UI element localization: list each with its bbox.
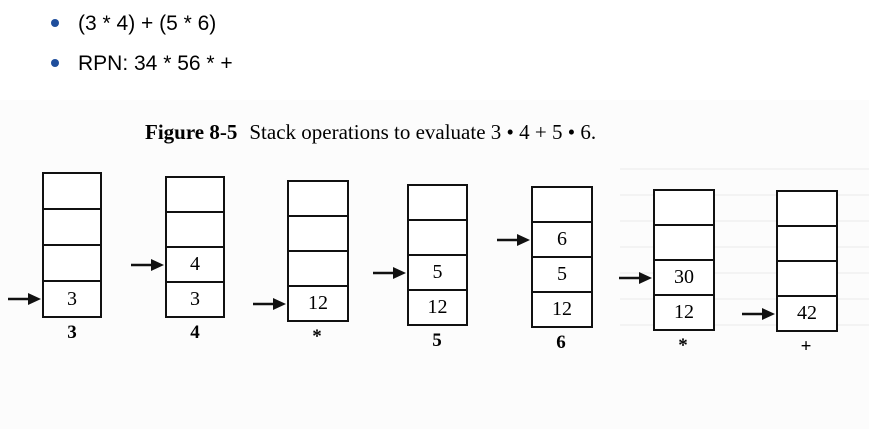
bullet-item: (3 * 4) + (5 * 6)	[48, 4, 233, 44]
stack-cell	[653, 189, 715, 226]
stack-cell: 5	[407, 254, 468, 291]
stack-cell	[653, 224, 715, 261]
stack-cell	[407, 219, 468, 256]
stack-cell	[165, 176, 225, 213]
stack-pointer-arrow-icon	[497, 233, 530, 246]
stack-cell: 5	[531, 256, 593, 293]
stack-pointer-arrow-icon	[253, 297, 286, 310]
stack-pointer-arrow-icon	[131, 258, 164, 271]
bullet-list: (3 * 4) + (5 * 6) RPN: 34 * 56 * +	[48, 4, 233, 84]
stack-pointer-arrow-icon	[742, 307, 775, 320]
stack-cell	[165, 211, 225, 248]
stack-cell	[776, 260, 838, 297]
stack-cell	[287, 180, 349, 217]
stack-token-label: *	[312, 326, 322, 347]
stack-cell: 12	[287, 285, 349, 322]
stack-1: 3	[42, 172, 102, 324]
stack-cell	[407, 184, 468, 221]
stack-cell: 12	[407, 289, 468, 326]
stack-cell: 42	[776, 295, 838, 332]
stack-token-label: 4	[190, 322, 200, 343]
stack-cell	[776, 225, 838, 262]
bullet-text: RPN: 34 * 56 * +	[78, 52, 233, 75]
bullet-item: RPN: 34 * 56 * +	[48, 44, 233, 84]
stack-cell: 12	[531, 291, 593, 328]
stack-cell	[42, 244, 102, 282]
stack-token-label: *	[678, 335, 688, 356]
stack-cell	[287, 250, 349, 287]
stack-7: 42	[776, 190, 838, 338]
stack-token-label: 5	[432, 330, 442, 351]
stack-cell: 3	[42, 280, 102, 318]
stack-3: 12	[287, 180, 349, 328]
stack-cell: 3	[165, 281, 225, 318]
stack-token-label: 3	[67, 322, 77, 343]
stack-cell: 30	[653, 259, 715, 296]
stack-cell: 6	[531, 221, 593, 258]
stack-cell	[531, 186, 593, 223]
stack-cell	[42, 208, 102, 246]
stack-pointer-arrow-icon	[373, 266, 406, 279]
figure-caption: Figure 8-5 Stack operations to evaluate 3…	[145, 120, 596, 145]
stack-cell	[287, 215, 349, 252]
stack-token-label: 6	[556, 332, 566, 353]
stack-cell: 4	[165, 246, 225, 283]
stack-pointer-arrow-icon	[619, 271, 652, 284]
stack-cell: 12	[653, 294, 715, 331]
stack-cell	[776, 190, 838, 227]
stack-cell	[42, 172, 102, 210]
figure-caption-text: Stack operations to evaluate 3 • 4 + 5 •…	[249, 120, 597, 144]
bullet-dot-icon	[51, 19, 59, 27]
bullet-dot-icon	[51, 59, 59, 67]
figure-label: Figure 8-5	[145, 120, 238, 144]
bullet-text: (3 * 4) + (5 * 6)	[78, 12, 217, 35]
stack-pointer-arrow-icon	[8, 293, 41, 305]
stack-token-label: +	[800, 336, 812, 357]
